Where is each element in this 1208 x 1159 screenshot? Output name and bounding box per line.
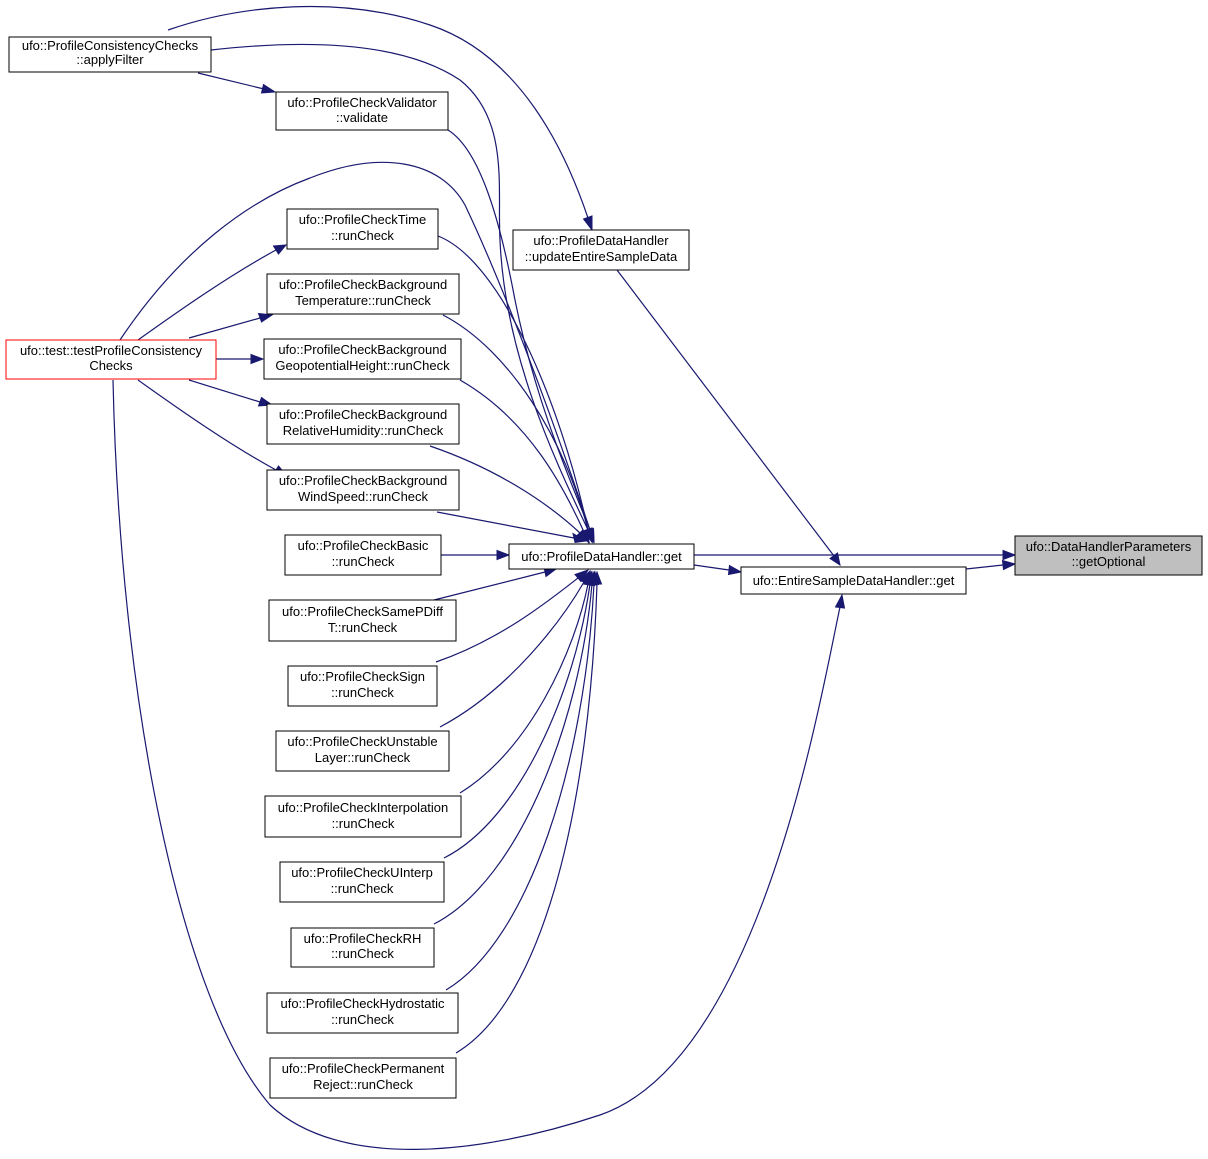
node-line: ufo::ProfileCheckValidator bbox=[287, 95, 437, 110]
edge-uinterp-to-pdhget bbox=[443, 570, 596, 859]
node-line: ufo::ProfileCheckBackground bbox=[279, 277, 447, 292]
node-bg-wind-speed[interactable]: ufo::ProfileCheckBackground WindSpeed::r… bbox=[266, 469, 460, 511]
node-line: ::runCheck bbox=[331, 1012, 394, 1027]
node-line: Temperature::runCheck bbox=[295, 293, 431, 308]
node-permanent-reject[interactable]: ufo::ProfileCheckPermanent Reject::runCh… bbox=[269, 1057, 457, 1099]
edge-testpcc-to-bggeo bbox=[216, 353, 265, 365]
edge-pdhget-to-getoptional bbox=[694, 549, 1017, 561]
edge-testpcc-to-bgrh bbox=[188, 379, 274, 407]
edges-layer bbox=[112, 5, 1017, 1150]
edge-testpcc-to-time bbox=[137, 244, 288, 341]
nodes-layer: ufo::ProfileConsistencyChecks ::applyFil… bbox=[5, 36, 1203, 1099]
node-unstable-layer[interactable]: ufo::ProfileCheckUnstable Layer::runChec… bbox=[275, 730, 450, 772]
node-line: ::updateEntireSampleData bbox=[525, 249, 678, 264]
node-line: ::getOptional bbox=[1072, 554, 1146, 569]
node-basic[interactable]: ufo::ProfileCheckBasic ::runCheck bbox=[284, 534, 442, 576]
node-test-profile-consistency-checks[interactable]: ufo::test::testProfileConsistency Checks bbox=[5, 339, 217, 380]
node-line: ::runCheck bbox=[332, 554, 395, 569]
node-get-optional[interactable]: ufo::DataHandlerParameters ::getOptional bbox=[1014, 535, 1203, 576]
edge-testpcc-to-bgwind bbox=[137, 379, 288, 476]
node-line: ufo::ProfileConsistencyChecks bbox=[22, 38, 199, 53]
node-line: ufo::ProfileCheckSamePDiff bbox=[282, 604, 443, 619]
edge-testpcc-to-bgtemp bbox=[188, 312, 274, 339]
edge-interp-to-pdhget bbox=[459, 570, 594, 794]
edge-testpcc-to-esdhget bbox=[112, 379, 846, 1150]
node-line: ufo::ProfileCheckSign bbox=[300, 669, 425, 684]
edge-applyfilter-to-updateesd bbox=[167, 5, 593, 232]
node-apply-filter[interactable]: ufo::ProfileConsistencyChecks ::applyFil… bbox=[8, 36, 212, 73]
node-line: ufo::ProfileCheckRH bbox=[304, 931, 422, 946]
node-line: ufo::ProfileCheckBasic bbox=[298, 538, 429, 553]
node-line: ufo::ProfileCheckUnstable bbox=[287, 734, 437, 749]
node-hydrostatic[interactable]: ufo::ProfileCheckHydrostatic ::runCheck bbox=[266, 992, 459, 1034]
node-line: ::runCheck bbox=[331, 685, 394, 700]
node-line: ::runCheck bbox=[331, 881, 394, 896]
edge-permreject-to-pdhget bbox=[455, 570, 603, 1054]
node-line: ::runCheck bbox=[331, 946, 394, 961]
node-line: ufo::ProfileCheckBackground bbox=[279, 407, 447, 422]
node-line: ufo::ProfileDataHandler bbox=[533, 233, 669, 248]
node-bg-temperature[interactable]: ufo::ProfileCheckBackground Temperature:… bbox=[266, 273, 460, 315]
node-line: ufo::test::testProfileConsistency bbox=[20, 343, 203, 358]
edge-updateesd-to-esdhget bbox=[616, 269, 841, 567]
node-line: Checks bbox=[89, 358, 133, 373]
node-line: ufo::ProfileCheckPermanent bbox=[282, 1061, 445, 1076]
node-update-entire-sample-data[interactable]: ufo::ProfileDataHandler ::updateEntireSa… bbox=[512, 229, 690, 271]
node-line: ufo::ProfileCheckUInterp bbox=[291, 865, 433, 880]
edge-esdhget-to-getoptional bbox=[965, 559, 1017, 571]
node-bg-relative-humidity[interactable]: ufo::ProfileCheckBackground RelativeHumi… bbox=[266, 403, 460, 445]
edge-unstable-to-pdhget bbox=[439, 569, 591, 728]
node-line: ::runCheck bbox=[332, 816, 395, 831]
edge-pdhget-to-esdhget bbox=[693, 564, 743, 576]
node-line: ufo::DataHandlerParameters bbox=[1026, 539, 1192, 554]
node-line: ufo::EntireSampleDataHandler::get bbox=[753, 573, 955, 588]
node-profile-data-handler-get[interactable]: ufo::ProfileDataHandler::get bbox=[508, 543, 695, 570]
edge-time-to-pdhget bbox=[437, 235, 593, 544]
node-line: ufo::ProfileCheckHydrostatic bbox=[280, 996, 445, 1011]
edge-samepdiff-to-pdhget bbox=[433, 566, 558, 601]
node-line: GeopotentialHeight::runCheck bbox=[275, 358, 450, 373]
edge-applyfilter-to-validate bbox=[197, 72, 277, 94]
node-line: ::applyFilter bbox=[76, 52, 144, 67]
node-validate[interactable]: ufo::ProfileCheckValidator ::validate bbox=[275, 91, 449, 131]
node-rh[interactable]: ufo::ProfileCheckRH ::runCheck bbox=[290, 927, 435, 968]
edge-bggeo-to-pdhget bbox=[459, 379, 590, 545]
node-line: RelativeHumidity::runCheck bbox=[283, 423, 444, 438]
edge-basic-to-pdhget bbox=[441, 549, 511, 561]
node-line: ufo::ProfileCheckBackground bbox=[278, 342, 446, 357]
node-line: ufo::ProfileCheckInterpolation bbox=[278, 800, 449, 815]
node-u-interp[interactable]: ufo::ProfileCheckUInterp ::runCheck bbox=[279, 861, 445, 903]
edge-hydro-to-pdhget bbox=[445, 570, 600, 991]
node-line: T::runCheck bbox=[328, 620, 398, 635]
node-line: ::validate bbox=[336, 110, 388, 125]
node-bg-geopotential-height[interactable]: ufo::ProfileCheckBackground Geopotential… bbox=[263, 338, 462, 380]
node-sign[interactable]: ufo::ProfileCheckSign ::runCheck bbox=[287, 665, 438, 707]
node-line: ufo::ProfileCheckTime bbox=[299, 212, 426, 227]
node-time[interactable]: ufo::ProfileCheckTime ::runCheck bbox=[286, 208, 439, 250]
node-line: Reject::runCheck bbox=[313, 1077, 413, 1092]
edge-bgwind-to-pdhget bbox=[436, 511, 588, 544]
node-entire-sample-data-handler-get[interactable]: ufo::EntireSampleDataHandler::get bbox=[740, 566, 967, 595]
node-line: ufo::ProfileCheckBackground bbox=[279, 473, 447, 488]
edge-sign-to-pdhget bbox=[435, 569, 590, 663]
node-line: WindSpeed::runCheck bbox=[298, 489, 429, 504]
node-interpolation[interactable]: ufo::ProfileCheckInterpolation ::runChec… bbox=[264, 795, 462, 838]
node-line: Layer::runCheck bbox=[315, 750, 411, 765]
node-line: ::runCheck bbox=[331, 228, 394, 243]
node-same-p-diff[interactable]: ufo::ProfileCheckSamePDiff T::runCheck bbox=[268, 599, 457, 642]
node-line: ufo::ProfileDataHandler::get bbox=[521, 549, 682, 564]
